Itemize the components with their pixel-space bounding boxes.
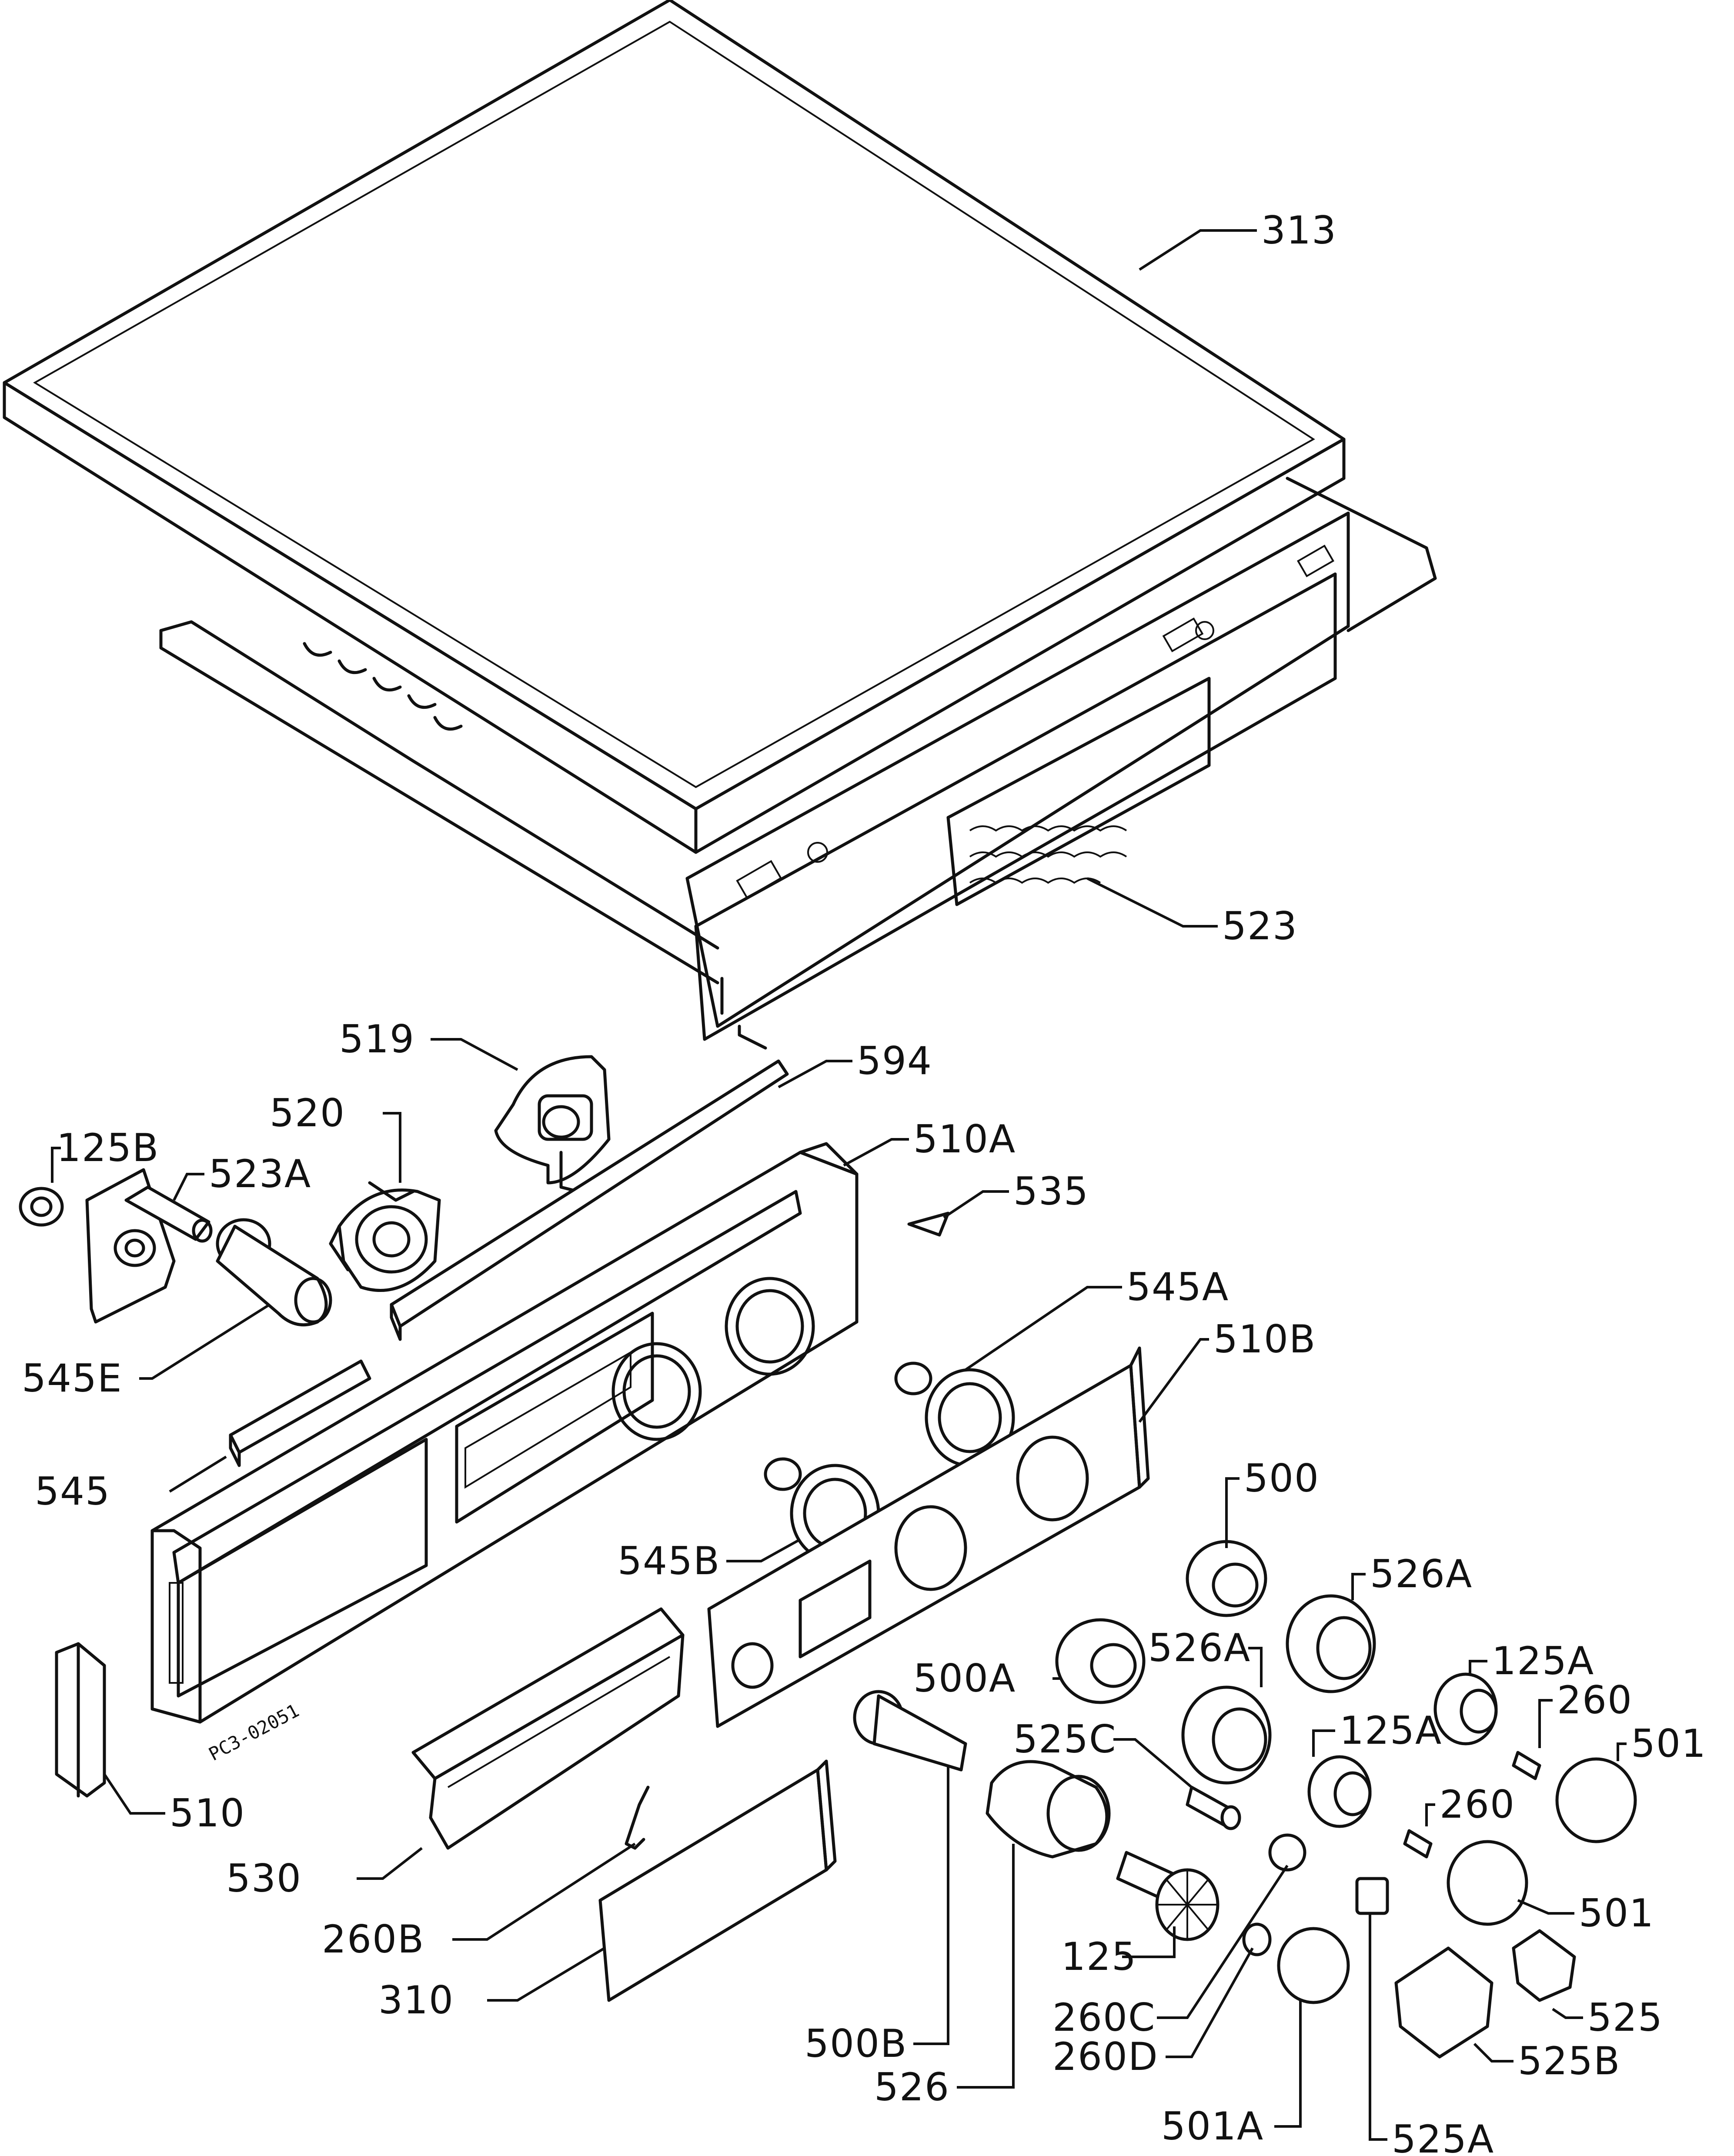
label-510A: 510A [913,1117,1016,1161]
label-526A-lower: 526A [1148,1625,1251,1670]
label-310: 310 [378,1978,454,2023]
part-260-spring-lower [1403,1829,1433,1859]
part-260-spring-upper [1512,1751,1541,1780]
label-530: 530 [226,1856,302,1901]
label-545: 545 [35,1469,110,1514]
part-545-lightguide [229,1359,371,1467]
part-510a-panel [150,1142,859,1724]
part-525c-pin [1186,1786,1241,1830]
label-500B: 500B [805,2021,907,2066]
label-510: 510 [170,1791,245,1836]
part-125a-gear-lower [1307,1755,1372,1828]
label-523: 523 [1222,904,1298,948]
label-525C: 525C [1013,1717,1116,1762]
label-525B: 525B [1518,2039,1620,2083]
label-501-lower: 501 [1579,1891,1654,1936]
part-260c-spring [1268,1833,1306,1872]
label-260C: 260C [1052,1995,1156,2040]
part-525a-switch [1355,1877,1389,1915]
label-313: 313 [1261,208,1337,253]
label-260D: 260D [1052,2034,1159,2079]
label-545B: 545B [618,1539,720,1583]
part-310-cover [598,1759,837,2002]
part-520-cam [329,1181,441,1292]
part-523a-bracket [85,1168,213,1324]
label-260-lower: 260 [1440,1782,1515,1827]
label-545A: 545A [1126,1265,1229,1309]
part-526a-knob-upper [1286,1594,1376,1693]
part-500-knob-base [1186,1540,1267,1617]
label-125B: 125B [57,1125,159,1170]
label-501-upper: 501 [1631,1721,1707,1766]
part-525b-switch [1394,1946,1493,2059]
leader-lines [51,229,1627,2141]
part-526a-knob-lower [1181,1685,1272,1785]
part-260d-spring [1242,1922,1272,1956]
part-500a-knob-base [1055,1618,1146,1704]
label-594: 594 [857,1038,932,1083]
part-501a-cap [1277,1927,1350,2004]
part-545a-lens [894,1362,1015,1467]
part-545e-lens [216,1218,332,1327]
part-501-cap-lower [1447,1840,1528,1926]
part-510b-fascia [707,1346,1150,1728]
label-523A: 523A [209,1151,311,1196]
part-519-bracket [494,1055,611,1193]
label-501A: 501A [1161,2104,1264,2149]
part-594-strip [390,1059,789,1341]
part-125a-gear-upper [1433,1672,1498,1745]
label-535: 535 [1013,1169,1089,1214]
label-260B: 260B [322,1917,424,1962]
label-525A: 525A [1392,2117,1494,2156]
part-500b-shaft [853,1690,967,1772]
label-545E: 545E [22,1356,123,1401]
label-526A-upper: 526A [1370,1552,1473,1596]
label-526: 526 [874,2065,950,2109]
label-500A: 500A [913,1656,1016,1701]
label-500: 500 [1244,1456,1320,1501]
label-520: 520 [270,1091,345,1135]
part-535-arrow [907,1211,950,1237]
label-525: 525 [1587,1995,1663,2040]
part-501-cap-upper [1555,1757,1637,1843]
part-313-worktop [3,0,1346,854]
part-526-knob [986,1760,1111,1859]
part-510-endcap [55,1642,106,1798]
part-530-handle [411,1607,685,1850]
part-125b-bushing [19,1187,64,1227]
label-125A-lower: 125A [1340,1708,1442,1753]
label-519: 519 [339,1017,415,1061]
part-125-impeller [1116,1851,1219,1941]
part-525-switch [1512,1929,1576,2002]
part-260b-spring [625,1786,650,1850]
part-523-frame [159,477,1437,1050]
part-labels: 313 523 519 594 520 510A 125B 523A 535 5… [22,208,1707,2156]
label-260-upper: 260 [1557,1678,1633,1722]
label-125: 125 [1061,1934,1137,1979]
label-125A-upper: 125A [1492,1639,1594,1683]
label-510B: 510B [1213,1317,1316,1362]
